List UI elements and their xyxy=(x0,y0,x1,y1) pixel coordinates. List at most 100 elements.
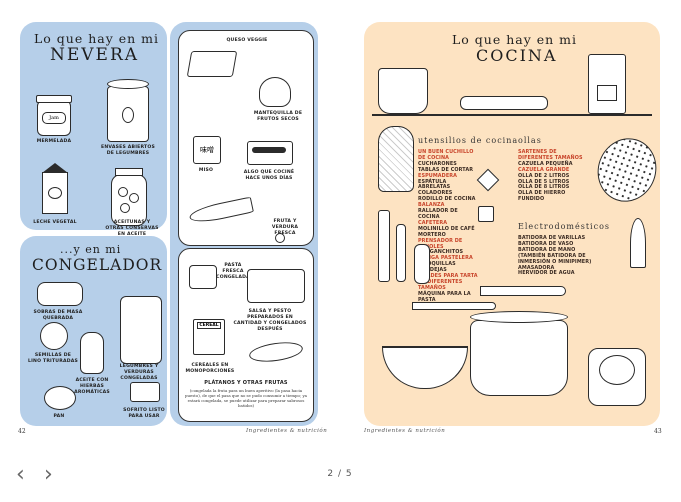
kitchen-scale-icon xyxy=(588,348,646,406)
left-page: Lo que hay en mi NEVERA Jam MERMELADA EN… xyxy=(10,10,340,438)
right-page-footer: Ingredientes & nutrición xyxy=(364,428,446,434)
list-item: CANGANCHITOS xyxy=(418,249,464,256)
list-item: ABRELATAS xyxy=(418,184,451,191)
list-item: COLADORES xyxy=(418,190,453,197)
list-item: BATIDORA DE VASO xyxy=(518,240,574,247)
page-indicator: 2 / 5 xyxy=(327,469,353,479)
flax-label: SEMILLAS DE LINO TRITURADAS xyxy=(28,353,78,364)
peeler-icon xyxy=(414,244,430,284)
bananas-icon xyxy=(248,339,304,365)
veggie-cheese-label: QUESO VEGGIE xyxy=(226,38,268,43)
chevron-left-icon[interactable]: ‹ xyxy=(16,462,25,487)
list-item: UN BUEN CUCHILLO DE COCINA xyxy=(418,149,474,161)
chefs-knife-icon xyxy=(480,286,566,296)
bananas-title: PLÁTANOS Y OTRAS FRUTAS xyxy=(204,380,288,386)
freezer-panel: ...y en mi CONGELADOR SOBRAS DE MASA QUE… xyxy=(20,236,167,426)
pasta-label: PASTA FRESCA CONGELADA xyxy=(216,263,250,280)
freezer-title-line1: ...y en mi xyxy=(60,243,122,256)
cereal-box-label: CEREAL xyxy=(197,322,221,329)
freezer-title-line2: CONGELADOR xyxy=(32,256,163,274)
list-item: HERVIDOR DE AGUA xyxy=(518,270,575,277)
list-item: OLLA DE 8 LITROS xyxy=(518,184,570,191)
list-item: BATIDORA DE MANO (TAMBIÉN BATIDORA DE IN… xyxy=(518,246,592,265)
list-item: BATIDORA DE VARILLAS xyxy=(518,235,586,241)
bread-label: PAN xyxy=(53,414,65,419)
dough-label: SOBRAS DE MASA QUEBRADA xyxy=(33,310,83,321)
frozen-veg-label: LEGUMBRES Y VERDURAS CONGELADAS xyxy=(119,364,159,381)
utensils-heading: utensilios de cocina xyxy=(418,136,519,145)
sofrito-label: SOFRITO LISTO PARA USAR xyxy=(123,408,165,419)
list-item: Y BOQUILLAS xyxy=(418,261,456,268)
coffee-grinder-icon xyxy=(588,54,626,114)
list-item: RODILLO DE COCINA xyxy=(418,196,476,203)
fridge-title-line2: NEVERA xyxy=(50,45,140,65)
bananas-note: (congelada la fruta para un buen aperiti… xyxy=(185,388,307,408)
miso-label: MISO xyxy=(198,168,214,173)
sauce-label: SALSA Y PESTO PREPARADOS EN CANTIDAD Y C… xyxy=(233,309,307,332)
list-item: OLLA DE 2 LITROS xyxy=(518,172,570,179)
herb-oil-label: ACEITE CON HIERBAS AROMÁTICAS xyxy=(74,378,110,395)
leftovers-label: ALGO QUE COCINÉ HACE UNOS DÍAS xyxy=(243,170,295,181)
list-item: CAZUELA PEQUEÑA xyxy=(518,160,573,167)
spatula-icon xyxy=(378,210,390,282)
sauce-jars-icon xyxy=(247,269,305,303)
right-page-number: 43 xyxy=(654,428,662,435)
oil-bottle-icon xyxy=(80,332,104,374)
milk-carton-icon xyxy=(42,163,68,214)
miso-glyph: 味噌 xyxy=(200,146,214,154)
milk-label: LECHE VEGETAL xyxy=(33,220,77,225)
kitchen-title-line1: Lo que hay en mi xyxy=(452,32,578,47)
cereal-box-icon: CEREAL xyxy=(193,319,225,355)
list-item: MOLINILLO DE CAFÉ xyxy=(418,225,475,232)
list-item: ESPÁTULA xyxy=(418,178,447,185)
frozen-veg-bag-icon xyxy=(120,296,162,364)
list-item: MANGA PASTELERA xyxy=(418,255,473,262)
pasta-icon xyxy=(189,265,217,289)
olive-label: ACEITUNAS Y OTRAS CONSERVAS EN ACEITE xyxy=(105,220,159,237)
miso-tub-icon: 味噌 xyxy=(193,136,221,164)
fridge-panel: Lo que hay en mi NEVERA Jam MERMELADA EN… xyxy=(20,22,167,237)
left-page-number: 42 xyxy=(18,428,26,435)
list-item: PRENSADOR DE FRIJOLES xyxy=(418,237,463,250)
jam-label: Jam xyxy=(42,112,66,124)
appliances-heading: Electrodomésticos xyxy=(518,222,611,231)
olive-jar-icon xyxy=(111,168,147,226)
list-item: CAZUELA GRANDE xyxy=(518,166,570,173)
left-page-footer: Ingredientes & nutrición xyxy=(246,428,328,434)
fridge-shelf-panel: QUESO VEGGIE MANTEQUILLA DE FRUTOS SECOS… xyxy=(178,30,314,246)
jam-jar-icon: Jam xyxy=(36,95,72,136)
list-item: AMASADORA xyxy=(518,264,555,271)
list-item: ESPUMADERA xyxy=(418,172,458,179)
list-item: OLLA DE HIERRO FUNDIDO xyxy=(518,190,566,203)
leftovers-container-icon xyxy=(247,141,293,165)
ladle-icon xyxy=(396,224,406,282)
whisk-icon xyxy=(630,218,646,268)
carrots-icon xyxy=(188,196,254,226)
freezer-shelf-panel: PASTA FRESCA CONGELADA SALSA Y PESTO PRE… xyxy=(178,248,314,422)
flax-jar-icon xyxy=(40,322,68,350)
fresh-produce-label: FRUTA Y VERDURA FRESCA xyxy=(271,219,299,236)
fridge-title-line1: Lo que hay en mi xyxy=(34,31,160,46)
star-cookie-cutter-icon xyxy=(478,206,494,222)
juicer-icon xyxy=(378,68,428,114)
nut-butter-label: MANTEQUILLA DE FRUTOS SECOS xyxy=(253,111,303,122)
list-item: TABLAS DE CORTAR xyxy=(418,166,474,173)
pots-heading: ollas xyxy=(518,136,542,145)
bean-can-icon xyxy=(107,79,149,142)
list-item: BALANZA xyxy=(418,202,445,209)
list-item: MORTERO xyxy=(418,231,446,238)
list-item: MÁQUINA PARA LA PASTA xyxy=(418,290,471,303)
chevron-right-icon[interactable]: › xyxy=(44,462,53,487)
rolling-pin-icon xyxy=(460,96,548,110)
dough-bag-icon xyxy=(37,282,83,306)
bean-can-label: ENVASES ABIERTOS DE LEGUMBRES xyxy=(101,145,155,156)
list-item: SARTENES DE DIFERENTES TAMAÑOS xyxy=(518,149,583,161)
nut-butter-jar-icon xyxy=(259,77,291,107)
shelf-line xyxy=(372,114,652,116)
jam-label-text: MERMELADA xyxy=(36,139,72,144)
bread-icon xyxy=(44,386,76,410)
list-item: OLLA DE 5 LITROS xyxy=(518,178,570,185)
list-item: CAFETERA xyxy=(418,219,448,226)
